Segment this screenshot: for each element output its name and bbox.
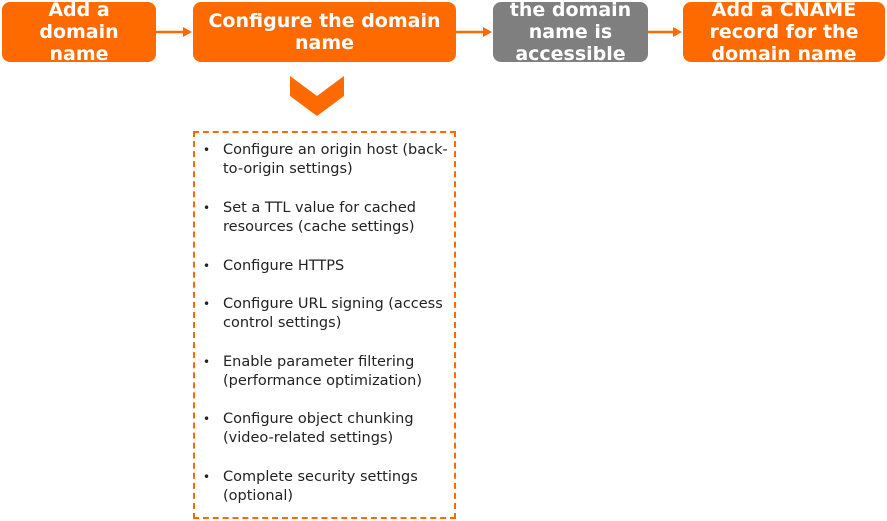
step-configure-domain-name: Configure the domain name [193, 2, 456, 62]
arrow-step2-to-step3 [456, 27, 492, 37]
bullet-icon: • [203, 201, 211, 215]
bullet-icon: • [203, 259, 211, 273]
step-add-domain-name: Add a domain name [2, 2, 156, 62]
step-add-cname-record: Add a CNAME record for the domain name [683, 2, 885, 62]
list-item: • Set a TTL value for cached resources (c… [203, 199, 451, 237]
arrow-step3-to-step4 [648, 27, 682, 37]
list-item: • Enable parameter filtering (performance… [203, 353, 451, 391]
list-item-text: Configure an origin host (back-to-origin… [223, 142, 448, 177]
list-item: • Configure object chunking (video-relate… [203, 410, 451, 448]
bullet-icon: • [203, 297, 211, 311]
step-domain-accessible: the domain name is accessible [493, 2, 648, 62]
list-item-text: Enable parameter filtering (performance … [223, 354, 422, 389]
list-item: • Configure URL signing (access control s… [203, 295, 451, 333]
list-item-text: Complete security settings (optional) [223, 469, 418, 504]
list-item: • Configure HTTPS [203, 257, 451, 276]
step-label: Configure the domain name [208, 10, 441, 54]
list-item: • Complete security settings (optional) [203, 468, 451, 506]
configuration-details-box: • Configure an origin host (back-to-origi… [193, 131, 456, 519]
list-item-text: Configure object chunking (video-related… [223, 411, 414, 446]
chevron-down-icon [290, 76, 344, 116]
step-label: Add a CNAME record for the domain name [709, 2, 859, 62]
step-label: Add a domain name [39, 2, 119, 62]
list-item-text: Configure URL signing (access control se… [223, 296, 443, 331]
list-item-text: Set a TTL value for cached resources (ca… [223, 200, 416, 235]
bullet-icon: • [203, 412, 211, 426]
bullet-icon: • [203, 143, 211, 157]
list-item-text: Configure HTTPS [223, 258, 345, 274]
bullet-icon: • [203, 470, 211, 484]
list-item: • Configure an origin host (back-to-origi… [203, 141, 451, 179]
step-label: the domain name is accessible [509, 2, 632, 62]
arrow-step1-to-step2 [156, 27, 192, 37]
bullet-icon: • [203, 355, 211, 369]
